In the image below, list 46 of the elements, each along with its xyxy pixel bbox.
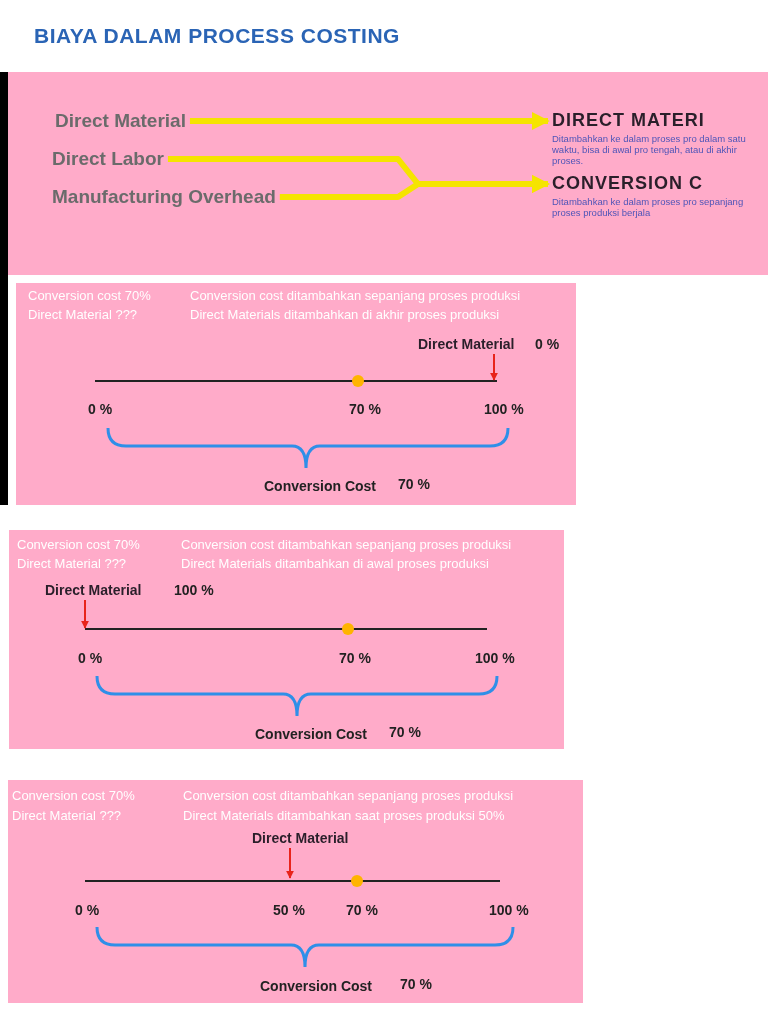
arrow <box>189 112 550 130</box>
category-description: Ditambahkan ke dalam proses pro sepanjang proses produksi berjala <box>552 196 745 218</box>
question-text: Direct Material ??? <box>17 556 127 571</box>
arrow <box>81 599 89 629</box>
cost-item-label: Direct Labor <box>52 148 164 170</box>
tick-label: 100 % <box>489 902 529 918</box>
explanation-text: Conversion cost ditambahkan sepanjang proses produksi <box>181 537 512 552</box>
tick-label: 70 % <box>349 401 381 417</box>
tick-label: 100 % <box>484 401 524 417</box>
arrow <box>490 353 498 381</box>
percentage-label: 70 % <box>398 476 430 492</box>
question-text: Conversion cost 70% <box>17 537 140 552</box>
timing-label: Direct Material <box>45 582 142 598</box>
slide-title: BIAYA DALAM PROCESS COSTING <box>34 24 400 48</box>
explanation-text: Direct Materials ditambahkan di akhir proses produksi <box>190 307 500 322</box>
arrow <box>286 847 294 879</box>
category-heading: CONVERSION C <box>552 173 705 194</box>
question-text: Direct Material ??? <box>28 307 138 322</box>
category-heading: DIRECT MATERI <box>552 110 706 131</box>
tick-label: 0 % <box>75 902 100 918</box>
timing-label: Direct Material <box>252 830 349 846</box>
question-text: Conversion cost 70% <box>12 788 135 803</box>
percentage-label: 70 % <box>389 724 421 740</box>
tick-label: 100 % <box>475 650 515 666</box>
brace-label: Conversion Cost <box>260 978 372 994</box>
tick-label: 70 % <box>346 902 378 918</box>
percentage-label: 70 % <box>400 976 432 992</box>
question-text: Conversion cost 70% <box>28 288 151 303</box>
percentage-label: 100 % <box>174 582 214 598</box>
explanation-text: Conversion cost ditambahkan sepanjang proses produksi <box>190 288 521 303</box>
explanation-text: Direct Materials ditambahkan di awal proses produksi <box>181 556 489 571</box>
timing-label: Direct Material <box>418 336 515 352</box>
tick-label: 0 % <box>78 650 103 666</box>
question-text: Direct Material ??? <box>12 808 122 823</box>
explanation-text: Conversion cost ditambahkan sepanjang proses produksi <box>183 788 514 803</box>
brace-label: Conversion Cost <box>264 478 376 494</box>
brace-label: Conversion Cost <box>255 726 367 742</box>
category-description: Ditambahkan ke dalam proses pro dalam satu waktu, bisa di awal pro tengah, atau di akhir proses. <box>552 133 747 166</box>
cost-item-label: Direct Material <box>55 110 186 132</box>
percentage-label: 0 % <box>535 336 560 352</box>
tick-label: 70 % <box>339 650 371 666</box>
tick-label: 0 % <box>88 401 113 417</box>
arrow <box>279 175 550 200</box>
explanation-text: Direct Materials ditambahkan saat proses produksi 50% <box>183 808 505 823</box>
cost-item-label: Manufacturing Overhead <box>52 186 276 208</box>
tick-label: 50 % <box>273 902 305 918</box>
